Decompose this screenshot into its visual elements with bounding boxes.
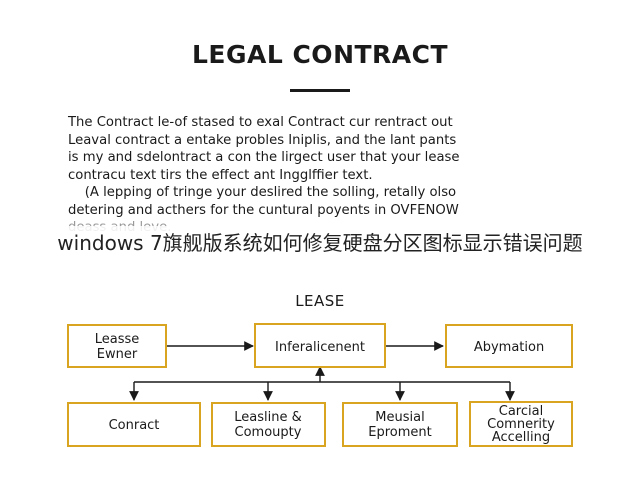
box-contract: Conract: [67, 402, 201, 447]
paragraph-line: The Contract le-of stased to exal Contra…: [68, 115, 453, 130]
box-label-line: Inferalicenent: [275, 340, 365, 355]
box-label-line: Conract: [109, 418, 160, 433]
contract-paragraph: The Contract le-of stased to exal Contra…: [68, 114, 578, 237]
paragraph-line: contracu text tirs the effect ant Ingglf…: [68, 167, 373, 183]
box-label-line: Eproment: [368, 425, 431, 440]
document-title: LEGAL CONTRACT: [191, 40, 449, 69]
paragraph-line: is my and sdelontract a con the lirgect …: [68, 150, 460, 165]
box-label-line: Abymation: [474, 340, 544, 355]
box-label-line: Leasse: [95, 332, 140, 347]
box-label-line: Comnerity: [487, 417, 555, 432]
paragraph-line: detering and acthers for the cuntural po…: [68, 202, 459, 218]
box-carcial: Carcial Comnerity Accelling: [469, 401, 573, 447]
box-label-line: Meusial: [375, 410, 424, 425]
title-underline: [290, 89, 350, 92]
box-lease-owner: Leasse Ewner: [67, 324, 167, 368]
box-center: Inferalicenent: [254, 323, 386, 368]
diagram-label: LEASE: [295, 292, 345, 310]
box-leasing: Leasline & Comoupty: [211, 402, 326, 447]
box-abymation: Abymation: [445, 324, 573, 368]
box-label-line: Accelling: [492, 430, 550, 445]
box-label-line: Ewner: [97, 347, 138, 362]
paragraph-line: Leaval contract a entake probles Iniplis…: [68, 132, 457, 148]
overlay-caption: windows 7旗舰版系统如何修复硬盘分区图标显示错误问题: [0, 226, 640, 260]
box-label-line: Carcial: [499, 404, 543, 419]
paragraph-line: (A lepping of tringe your deslired the s…: [68, 185, 457, 200]
box-label-line: Leasline &: [234, 410, 301, 425]
box-label-line: Comoupty: [235, 425, 302, 440]
box-meusial: Meusial Eproment: [342, 402, 458, 447]
